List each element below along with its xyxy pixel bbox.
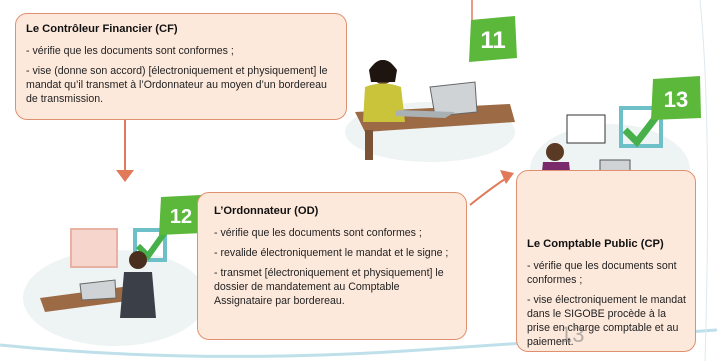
step-box-comptable: Le Comptable Public (CP) - vérifie que l… (516, 170, 696, 352)
svg-text:12: 12 (170, 206, 192, 228)
step-box-controleur: Le Contrôleur Financier (CF) - vérifie q… (15, 13, 347, 120)
laptop (79, 279, 117, 301)
arrow-head-cf-to-od (116, 170, 134, 182)
man-suit (120, 272, 156, 318)
step-item: - vérifie que les documents sont conform… (214, 226, 422, 239)
checkbox-frame (133, 228, 167, 262)
wall-sign (566, 114, 606, 144)
check-mark (135, 226, 171, 261)
step-title: Le Contrôleur Financier (CF) (26, 23, 178, 35)
step-item: - transmet [électroniquement et physique… (214, 266, 444, 307)
checkbox-frame (619, 106, 663, 148)
man-head (129, 251, 147, 269)
page-number: 13 (560, 322, 585, 347)
step-title: L’Ordonnateur (OD) (214, 205, 319, 217)
woman-jacket (363, 83, 405, 122)
step-box-ordonnateur: L’Ordonnateur (OD) - vérifie que les doc… (197, 192, 467, 340)
step-item: - vise électroniquement le mandat dans l… (527, 293, 686, 348)
badge-11: 11 (469, 16, 517, 62)
arrow-od-to-cp (469, 175, 511, 206)
illustration-ordonnateur (23, 226, 207, 346)
svg-text:11: 11 (480, 27, 505, 54)
illustration-controleur (345, 60, 515, 162)
step-item: - vérifie que les documents sont conform… (527, 259, 677, 286)
woman-head (546, 143, 564, 161)
step-item: - revalide électroniquement le mandat et… (214, 246, 449, 259)
step-item: - vérifie que les documents sont conform… (26, 44, 234, 57)
svg-text:13: 13 (664, 87, 688, 112)
badge-12: 12 (159, 195, 203, 235)
step-title: Le Comptable Public (CP) (527, 238, 664, 250)
badge-13: 13 (651, 76, 701, 120)
laptop (429, 81, 478, 117)
arrow-head-od-to-cp (500, 170, 514, 184)
step-item: - vise (donne son accord) [électroniquem… (26, 64, 328, 105)
